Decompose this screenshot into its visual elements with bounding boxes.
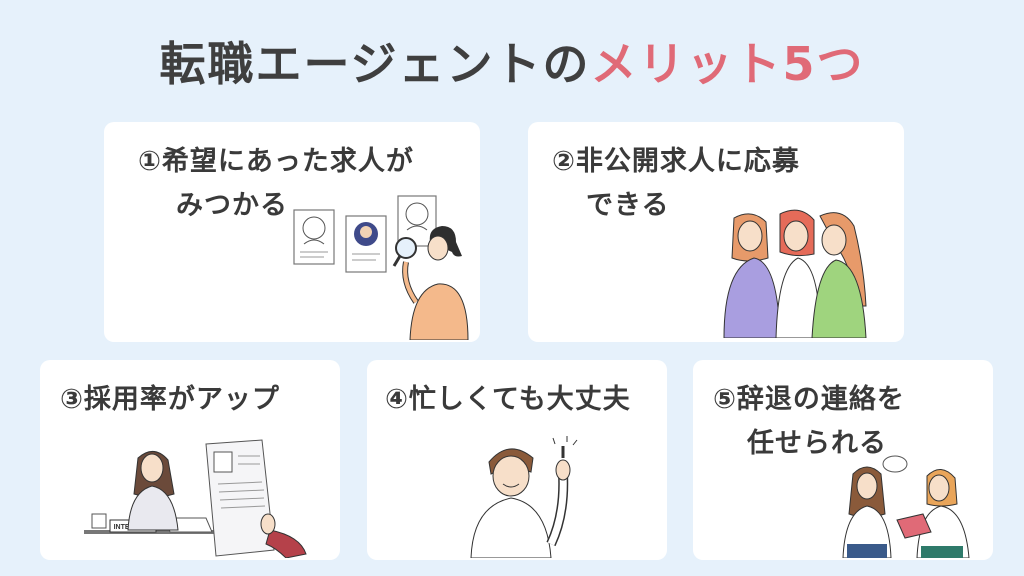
consultation-illustration bbox=[842, 455, 970, 558]
merit-card-2: ②非公開求人に応募 できる bbox=[528, 122, 904, 342]
merit-card-1: ①希望にあった求人が みつかる bbox=[104, 122, 480, 342]
merit-card-5: ⑤辞退の連絡を 任せられる bbox=[693, 360, 993, 560]
page-title: 転職エージェントのメリット5つ bbox=[0, 28, 1024, 94]
merit-4-line1: ④忙しくても大丈夫 bbox=[385, 384, 631, 415]
merit-card-3: ③採用率がアップ INTERVIEW bbox=[40, 360, 340, 560]
merit-1-label: ①希望にあった求人が みつかる bbox=[138, 140, 414, 228]
merit-2-label: ②非公開求人に応募 できる bbox=[552, 140, 800, 228]
merit-card-4: ④忙しくても大丈夫 bbox=[367, 360, 667, 560]
job-search-illustration bbox=[293, 195, 469, 340]
whispering-women-illustration bbox=[723, 209, 867, 338]
merit-3-line1: ③採用率がアップ bbox=[60, 384, 280, 415]
merit-1-line1: ①希望にあった求人が bbox=[138, 146, 414, 177]
merit-1-line2: みつかる bbox=[176, 190, 288, 221]
merit-2-line2: できる bbox=[586, 190, 670, 221]
merit-4-label: ④忙しくても大丈夫 bbox=[385, 378, 631, 422]
merit-2-line1: ②非公開求人に応募 bbox=[552, 146, 800, 177]
title-accent: メリット5つ bbox=[590, 37, 865, 91]
merit-5-line1: ⑤辞退の連絡を bbox=[713, 384, 905, 415]
merit-5-line2: 任せられる bbox=[747, 428, 887, 459]
merit-3-label: ③採用率がアップ bbox=[60, 378, 280, 422]
interview-illustration: INTERVIEW bbox=[84, 439, 307, 558]
merit-5-label: ⑤辞退の連絡を 任せられる bbox=[713, 378, 905, 466]
man-pointing-illustration bbox=[470, 436, 578, 558]
title-main: 転職エージェントの bbox=[159, 37, 591, 91]
